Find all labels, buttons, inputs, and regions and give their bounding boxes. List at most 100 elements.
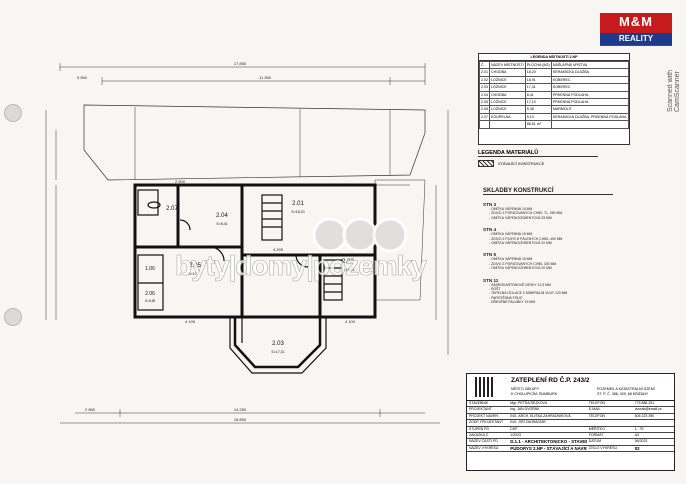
drawing-date: 06/2023 <box>634 439 648 444</box>
title-cell: ING. JIŘÍ ZAHRADNÍK <box>510 420 546 425</box>
composition-name: STN 5 <box>483 252 497 258</box>
table-cell: 2.07 <box>478 112 491 122</box>
title-cell: NÁZEV ČÁSTI PD <box>469 439 498 444</box>
project-location: MĚSTO ZÁKUPY K CHOLUPICÍM, RUMBURK <box>511 387 557 396</box>
room-area: S=18,20 <box>291 210 304 214</box>
dimension-label: 14 250 <box>234 407 247 412</box>
table-header: NÁZEV MÍSTNOSTI <box>489 60 526 70</box>
table-cell: 5,38 <box>524 105 552 114</box>
title-cell <box>633 420 674 425</box>
composition-layer: - SÁDROKARTONOVÉ DESKY 12,5 MM <box>489 282 551 287</box>
title-row: NÁZEV VÝKRESU PŮDORYS 2.NP - STÁVAJÍCÍ A … <box>467 445 674 453</box>
composition-layer: - PAROTĚSNÁ FÓLIE <box>489 295 523 300</box>
table-header: PLOCHA (M2) <box>524 60 552 70</box>
dimension-label: 4 195 <box>185 319 196 324</box>
drawing-name: PŮDORYS 2.NP - STÁVAJÍCÍ A NAVRH. STAV <box>510 445 587 451</box>
title-cell: E-MAIL <box>588 407 601 412</box>
title-cell: STAVEBNÍK <box>469 401 489 405</box>
title-cell: ING. ARCH. ELIŠKA ZAHRADNÍKOVÁ <box>510 413 571 418</box>
title-cell: 606 223 390 <box>634 413 655 418</box>
room-id: 2.04 <box>216 213 228 219</box>
title-cell: dvorak@email.cz <box>634 407 662 412</box>
material-label: STÁVAJÍCÍ KONSTRUKCE <box>498 161 545 166</box>
composition-layer: - DŘEVĚNÉ PALUBKY 19 MM <box>489 300 536 305</box>
room-area: S=5,38 <box>145 299 155 303</box>
title-cell: DSP <box>510 426 518 431</box>
composition-layer: - OMÍTKA VÁPENOCEMENTOVÁ 20 MM <box>489 266 552 271</box>
title-cell: ČÍSLO VÝKRESU <box>588 445 618 450</box>
title-cell: PROJEKT NAVRH. <box>469 413 500 418</box>
title-cell: TELEFON <box>588 401 605 405</box>
company-mark-icon <box>475 377 495 397</box>
watermark-text: byty|domy|pozemky <box>175 250 427 282</box>
composition-name: STN 11 <box>483 277 499 283</box>
material-item: STÁVAJÍCÍ KONSTRUKCE <box>478 160 598 167</box>
room-id: 2.03 <box>272 341 284 347</box>
title-cell: FORMÁT <box>588 432 604 437</box>
title-cell: STUPEŇ PD <box>469 426 490 431</box>
composition-name: STN 3 <box>483 202 497 207</box>
table-cell: PRKENNÁ PODLAHA <box>550 98 630 107</box>
composition-layer: - TEPELNÁ IZOLACE Z MINERÁLNÍ VLNY 120 M… <box>489 291 568 296</box>
table-cell: CHODBA <box>489 68 526 77</box>
sheet-number: 02 <box>634 445 640 451</box>
title-cell: 1 : 75 <box>634 426 644 431</box>
dimension-label: 4 295 <box>273 247 284 252</box>
title-row: PROJEKT NAVRH. ING. ARCH. ELIŠKA ZAHRADNÍ… <box>467 413 674 421</box>
table-cell: 2.04 <box>478 90 491 100</box>
wall-compositions: SKLADBY KONSTRUKCÍ STN 3 - OMÍTKA VÁPENN… <box>483 188 613 305</box>
dimension-label: 4 100 <box>345 319 356 324</box>
material-legend: LEGENDA MATERIÁLŮ STÁVAJÍCÍ KONSTRUKCE <box>478 150 598 167</box>
table-header: Č. <box>478 60 491 70</box>
room-area: S=17,10 <box>188 272 201 276</box>
table-cell: KOBEREC <box>550 83 630 92</box>
table-cell: KOBEREC <box>550 75 630 85</box>
scanner-stamp: Scanned with CamScanner <box>667 69 681 112</box>
room-area: S=18,91 <box>341 268 354 272</box>
table-cell: MARMOLIT <box>550 105 630 114</box>
punch-hole <box>4 104 22 122</box>
composition-layer: - ZDIVO Z PORIZOVANÝCH CIHEL 300 MM <box>489 261 557 266</box>
room-id: 1.06 <box>145 266 155 272</box>
brand-logo[interactable]: M&M REALITY <box>600 13 672 46</box>
part-name: D.1.1 - ARCHITEKTONICKO - STAVEBNÍ ŘEŠEN… <box>510 439 587 445</box>
project-parcel: POZEMEK A KATASTRÁLNÍ ÚZEMÍ ST. P. Č. 38… <box>597 387 655 396</box>
composition-layer: - OMÍTKA VÁPENNÁ 15 MM <box>489 232 533 237</box>
room-id: 2.02 <box>342 259 354 265</box>
composition-layer: - OMÍTKA VÁPENOCEMENTOVÁ 20 MM <box>489 241 552 246</box>
table-header-row: Č. NÁZEV MÍSTNOSTI PLOCHA (M2) NÁŠLAPNÁ … <box>478 60 630 70</box>
title-cell: TELEFON <box>588 413 605 418</box>
room-legend-table: LEGENDA MÍSTNOSTÍ 2.NP Č. NÁZEV MÍSTNOST… <box>478 53 630 145</box>
table-cell: KOUPELNA <box>489 112 526 122</box>
table-cell: KERAMICKÁ DLAŽBA, PRKENNÁ PODLAHA <box>550 112 630 122</box>
title-cell: PROJEKTANT <box>469 407 492 412</box>
table-cell: LOŽNICE <box>489 75 526 85</box>
composition-layer: - ZDIVO Z PORIZOVANÝCH CIHEL TL. 250 MM <box>489 211 563 216</box>
title-block: ZATEPLENÍ RD Č.P. 243/2 MĚSTO ZÁKUPY K C… <box>466 373 675 471</box>
room-id: 2.01 <box>292 201 304 207</box>
title-cell <box>587 420 633 425</box>
table-cell: 17,10 <box>524 98 552 107</box>
dimension-label: 11 350 <box>259 75 272 80</box>
compositions-title: SKLADBY KONSTRUKCÍ <box>483 188 613 195</box>
room-area: S=17,31 <box>271 350 284 354</box>
dimension-label: 3 550 <box>77 75 88 80</box>
floor-plan: 2.07 2.04 S=8,41 2.01 S=18,20 2.05 S=17,… <box>45 61 449 424</box>
composition-layer: - ROŠT <box>489 287 501 292</box>
location-line: K CHOLUPICÍM, RUMBURK <box>511 391 558 396</box>
title-cell: NÁZEV VÝKRESU <box>469 445 499 450</box>
logo-text: M&M <box>618 14 654 29</box>
punch-hole <box>4 308 22 326</box>
dimension-label: 2 500 <box>175 179 186 184</box>
composition-layer: - OMÍTKA VÁPENNÁ 15 MM <box>489 257 533 262</box>
room-id: 2.06 <box>145 291 155 297</box>
composition-name: STN 4 <box>483 227 497 233</box>
